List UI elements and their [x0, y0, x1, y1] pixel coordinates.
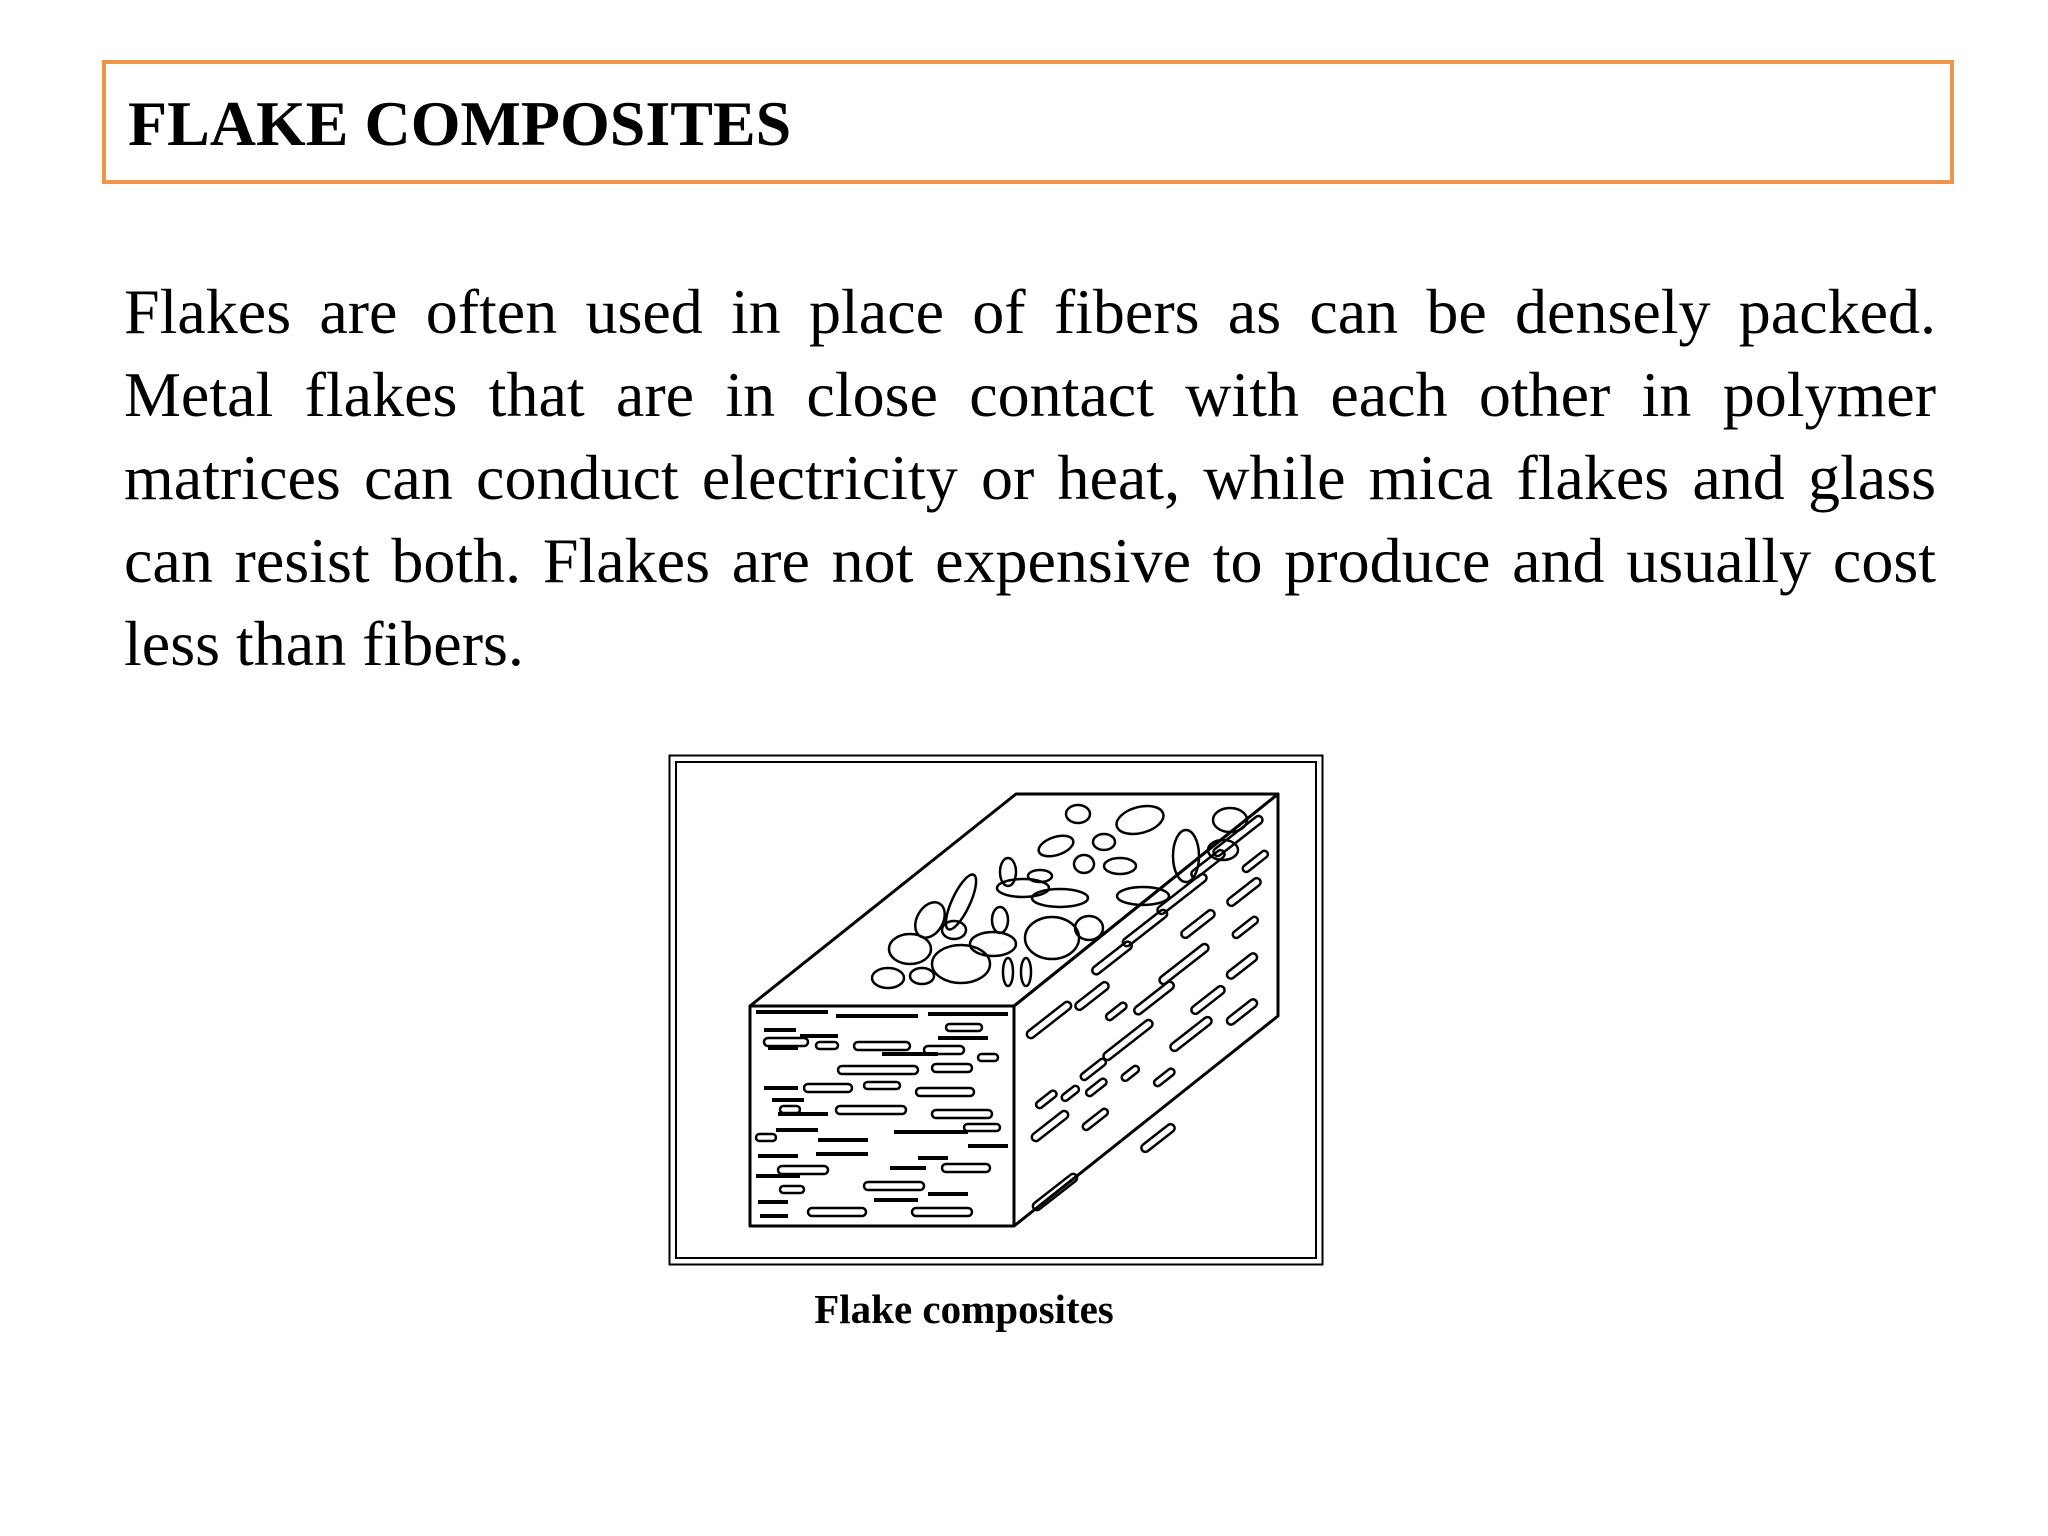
front-face-flakes: [756, 1010, 1008, 1218]
slide-title: FLAKE COMPOSITES: [128, 88, 792, 159]
slide-title-box: FLAKE COMPOSITES: [102, 60, 1954, 184]
flake-composite-figure: [668, 754, 1324, 1266]
side-face-flakes: [1025, 814, 1270, 1212]
block-side-face: [1012, 792, 1280, 1228]
top-face-flakes: [870, 803, 1249, 990]
slide-body-paragraph: Flakes are often used in place of fibers…: [124, 276, 1936, 679]
figure-caption: Flake composites: [814, 1286, 1114, 1332]
front-face-slot-flakes: [754, 1022, 1002, 1218]
flake-composite-illustration: [668, 754, 1324, 1266]
block-outline: [748, 792, 1280, 1228]
